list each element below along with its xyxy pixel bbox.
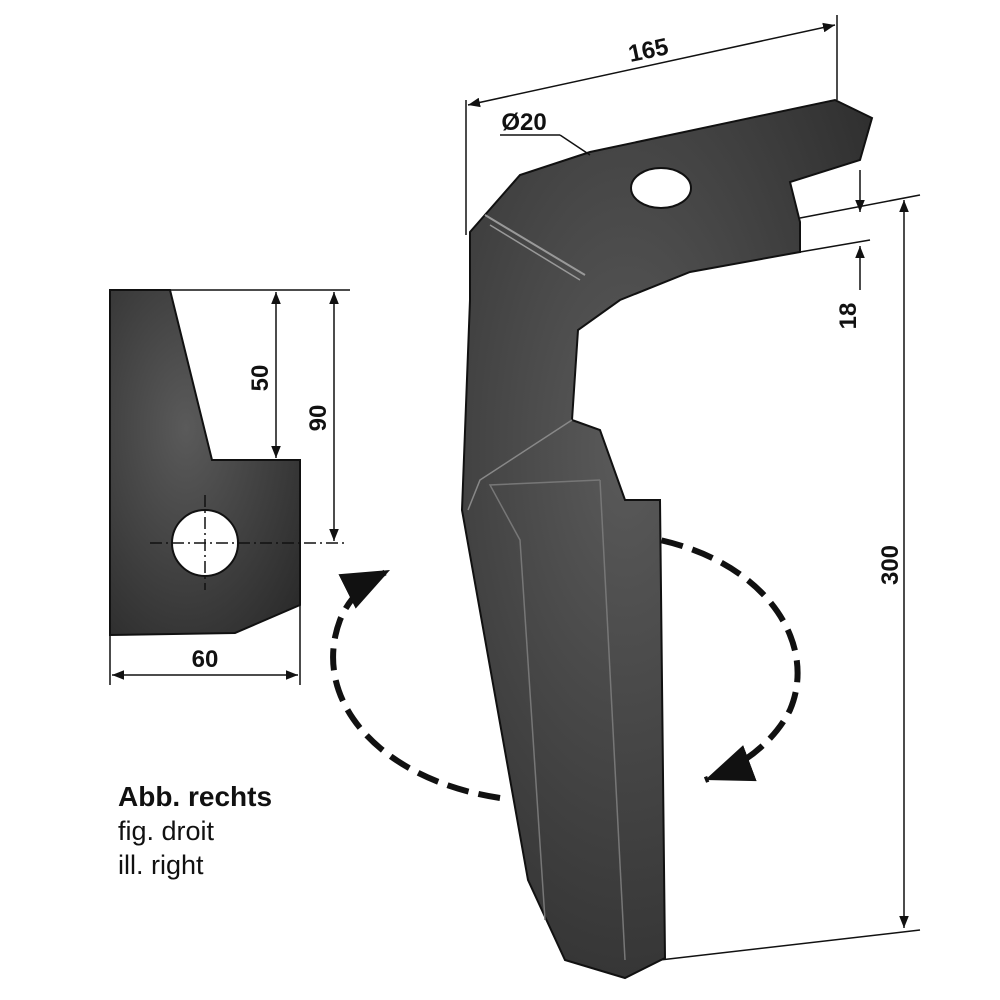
- caption-german: Abb. rechts: [118, 781, 273, 812]
- dim-hole-diameter: Ø20: [501, 109, 546, 136]
- rotation-arrow-left: [330, 567, 501, 801]
- main-dimensions: [465, 15, 921, 961]
- dim-300: 300: [877, 545, 904, 585]
- caption-french: fig. droit: [118, 816, 215, 846]
- caption: Abb. rechts fig. droit ill. right: [118, 780, 272, 882]
- dim-60: 60: [192, 646, 219, 673]
- side-view: 50 90 60: [109, 289, 350, 685]
- dim-18: 18: [835, 303, 862, 330]
- caption-english: ill. right: [118, 850, 204, 880]
- mount-hole: [630, 167, 692, 209]
- rotation-arrows: [330, 532, 801, 801]
- rotation-arrow-right: [629, 532, 801, 783]
- dim-90: 90: [305, 405, 332, 432]
- tine-main-view: [460, 98, 874, 980]
- dim-50: 50: [247, 365, 274, 392]
